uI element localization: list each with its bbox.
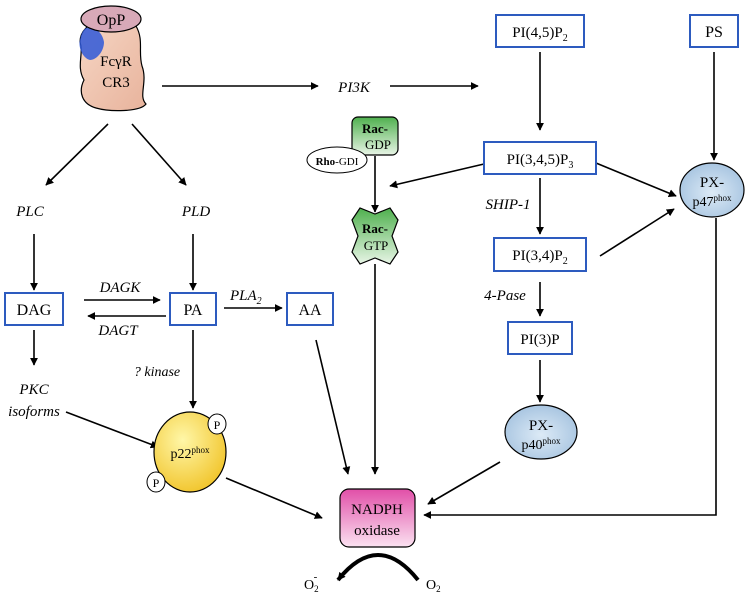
pi3p-label: PI(3)P [520, 332, 559, 348]
pkc-label: PKC [18, 382, 49, 398]
arrow-pkc-p22 [65, 411, 159, 449]
px-p40-node: PX- p40phox [504, 404, 578, 460]
aa-label: AA [298, 302, 322, 319]
rac-gtp-top-label: Rac- [362, 221, 388, 236]
phospho-bottom-label: P [153, 476, 160, 490]
p40-top-label: PX- [529, 418, 553, 434]
pi45p2-label: PI(4,5)P2 [512, 25, 567, 44]
dagt-label: DAGT [97, 323, 139, 339]
p40-label: p40phox [522, 436, 562, 453]
4pase-label: 4-Pase [484, 288, 526, 304]
ps-label: PS [705, 24, 723, 41]
rho-gdi-label: Rho-GDI [316, 156, 359, 168]
dag-label: DAG [17, 302, 52, 319]
enzyme-labels: PI3K PLC PLD DAGK DAGT PLA2 ? kinase PKC… [8, 80, 530, 420]
dagk-label: DAGK [99, 280, 142, 296]
cr3-label: CR3 [102, 75, 130, 91]
pkc-isoforms-label: isoforms [8, 404, 60, 420]
pi34p2-label: PI(3,4)P2 [512, 248, 567, 267]
p22-label: p22phox [171, 445, 211, 462]
arrow-aa-nadph [315, 339, 351, 475]
rac-gdp-bottom-label: GDP [365, 137, 391, 152]
arrow-receptor-plc [45, 123, 109, 186]
fc-receptor-label: FcγR [100, 54, 132, 70]
products: O2- O2 [304, 571, 441, 594]
p47-label: p47phox [693, 193, 733, 210]
pi45p2-node: PI(4,5)P2 [495, 14, 585, 48]
arrow-p22-nadph [225, 477, 323, 519]
px-p47-node: PX- p47phox [679, 162, 745, 218]
pi3k-label: PI3K [337, 80, 371, 96]
arrow-p47-nadph [423, 218, 717, 519]
kinase-label: ? kinase [134, 365, 180, 380]
dag-node: DAG [4, 292, 64, 326]
lipid-boxes: DAG PA AA PI(4,5)P2 PS PI(3,4,5)P3 PI(3,… [4, 14, 739, 355]
aa-node: AA [286, 292, 334, 326]
superoxide-label: O2- [304, 571, 319, 594]
nadph-oxidase-node: NADPH oxidase [339, 488, 416, 548]
arrow-p40-nadph [427, 461, 501, 505]
arrow-pi345p3-p47 [595, 162, 677, 197]
oxidase-label: oxidase [354, 523, 400, 539]
receptor-complex: OpP FcγR CR3 [79, 5, 147, 112]
p47-top-label: PX- [700, 175, 724, 191]
arrow-o2-to-superoxide [336, 553, 420, 582]
rac-gdp-top-label: Rac- [362, 121, 388, 136]
pi34p2-node: PI(3,4)P2 [493, 237, 587, 272]
nadph-label: NADPH [351, 502, 403, 518]
pi3p-node: PI(3)P [507, 321, 573, 355]
rac-gtp-bottom-label: GTP [364, 238, 389, 253]
rac-gdp-node: Rac- GDP Rho-GDI [306, 116, 399, 174]
phospho-top-label: P [214, 418, 221, 432]
pi345p3-node: PI(3,4,5)P3 [483, 141, 597, 175]
pa-label: PA [184, 302, 203, 319]
arrow-pi345p3-racgtp [389, 163, 485, 189]
plc-label: PLC [15, 204, 45, 220]
ps-node: PS [689, 14, 739, 48]
ship1-label: SHIP-1 [486, 197, 531, 213]
p22-node: p22phox P P [146, 411, 227, 493]
pi345p3-label: PI(3,4,5)P3 [507, 152, 574, 171]
pla2-label: PLA2 [229, 288, 262, 307]
rac-gtp-node: Rac- GTP [351, 207, 399, 265]
arrow-pi34p2-p47 [599, 208, 675, 257]
pld-label: PLD [181, 204, 211, 220]
pa-node: PA [169, 292, 217, 326]
oxygen-label: O2 [426, 578, 441, 594]
arrow-receptor-pld [131, 123, 187, 186]
pathway-arrows [30, 52, 718, 582]
opsonin-label: OpP [97, 12, 126, 29]
